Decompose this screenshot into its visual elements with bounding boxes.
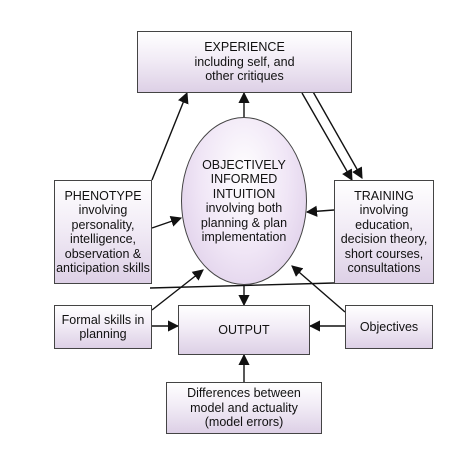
phenotype-line-4: intelligence, — [69, 232, 136, 246]
training-box: TRAINING involving education, decision t… — [334, 180, 434, 284]
phenotype-line-6: anticipation skills — [56, 261, 150, 275]
training-line-5: short courses, — [344, 246, 424, 261]
arrow-objectives-to-intuition — [291, 265, 346, 313]
arrow-training-to-intuition — [305, 205, 335, 217]
intuition-line-2: INFORMED — [210, 172, 278, 186]
output-label: OUTPUT — [218, 322, 270, 337]
intuition-line-1: OBJECTIVELY — [202, 157, 286, 172]
training-line-4: decision theory, — [340, 232, 428, 246]
phenotype-line-3: personality, — [71, 217, 135, 232]
intuition-line-3: INTUITION — [212, 186, 276, 201]
arrow-experience-to-training-1 — [301, 92, 353, 181]
objectives-label: Objectives — [359, 319, 419, 334]
differences-line-2: model and actuality — [190, 400, 298, 415]
output-box: OUTPUT — [178, 305, 310, 355]
training-line-3: education, — [355, 217, 413, 232]
arrow-phenotype-to-intuition — [151, 215, 183, 229]
phenotype-line-5: observation & — [64, 246, 142, 261]
experience-box: EXPERIENCE including self, and other cri… — [137, 31, 352, 93]
phenotype-line-2: involving — [78, 203, 128, 217]
differences-box: Differences between model and actuality … — [166, 382, 322, 434]
formal-skills-line-2: planning — [79, 327, 127, 341]
experience-line-1: EXPERIENCE — [204, 40, 285, 55]
intuition-ellipse: OBJECTIVELY INFORMED INTUITION involving… — [181, 117, 307, 285]
formal-skills-box: Formal skills in planning — [54, 305, 152, 349]
arrow-formal-to-intuition — [151, 269, 204, 311]
phenotype-line-1: PHENOTYPE — [64, 188, 142, 203]
intuition-line-5: planning & plan — [200, 215, 288, 230]
training-line-2: involving — [359, 203, 409, 217]
training-line-6: consultations — [347, 261, 421, 275]
experience-line-2: including self, and — [194, 54, 295, 69]
experience-line-3: other critiques — [205, 69, 284, 84]
differences-line-3: (model errors) — [204, 415, 284, 430]
line-phenotype-to-training — [149, 282, 335, 289]
objectives-box: Objectives — [345, 305, 433, 349]
arrow-experience-to-training-2 — [311, 89, 363, 179]
phenotype-box: PHENOTYPE involving personality, intelli… — [54, 180, 152, 284]
training-line-1: TRAINING — [354, 188, 414, 203]
intuition-line-6: implementation — [201, 230, 287, 244]
differences-line-1: Differences between — [187, 386, 301, 401]
arrow-phenotype-to-experience — [151, 91, 189, 181]
intuition-line-4: involving both — [205, 201, 283, 215]
formal-skills-line-1: Formal skills in — [61, 312, 145, 327]
